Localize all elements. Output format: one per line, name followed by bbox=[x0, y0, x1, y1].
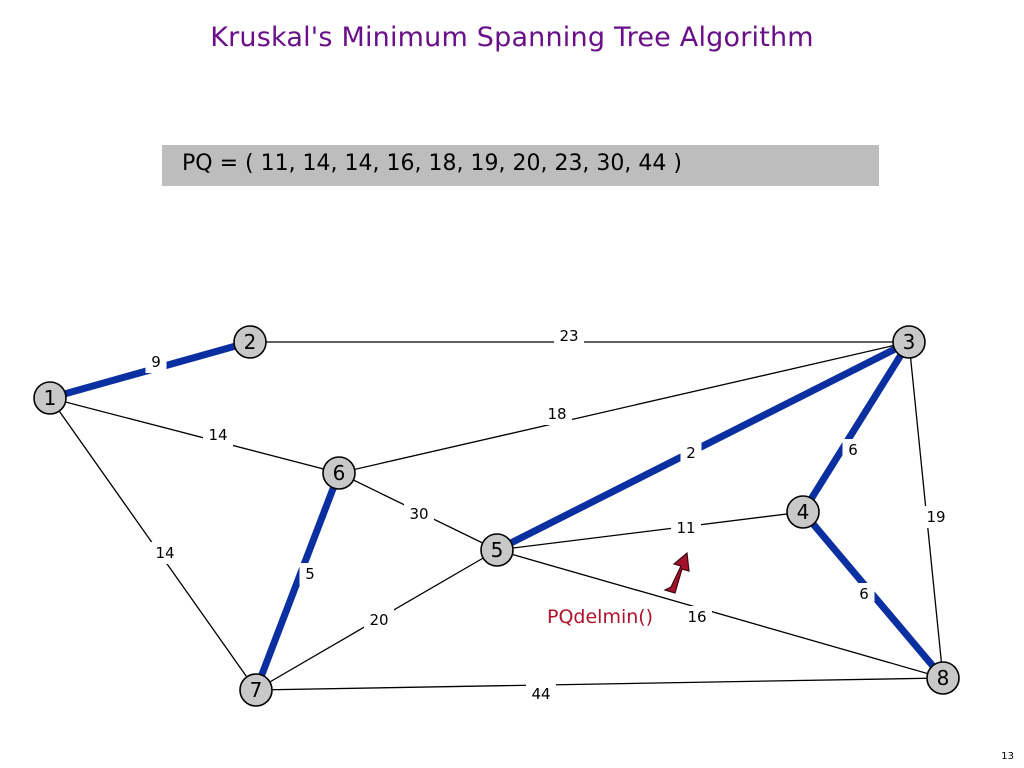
edge-weight-5-4: 11 bbox=[676, 519, 695, 537]
edge-weight-bg-5-8 bbox=[682, 606, 712, 628]
edge-weight-bg-5-7 bbox=[364, 609, 394, 631]
edge-weight-5-3: 2 bbox=[686, 444, 696, 462]
pqdelmin-label: PQdelmin() bbox=[547, 606, 653, 628]
edge-7-8 bbox=[255, 677, 944, 691]
edge-weight-1-6: 14 bbox=[208, 426, 227, 444]
node-5: 5 bbox=[480, 533, 514, 567]
edge-weight-1-7: 14 bbox=[155, 544, 174, 562]
edge-weight-bg-3-4 bbox=[842, 439, 864, 461]
edge-5-4 bbox=[496, 511, 804, 551]
edge-weight-bg-1-2 bbox=[145, 351, 167, 373]
node-label-6: 6 bbox=[333, 461, 346, 485]
edge-3-4 bbox=[800, 340, 912, 514]
up-arrow-icon bbox=[663, 551, 690, 594]
node-circle-1 bbox=[33, 381, 67, 415]
node-label-4: 4 bbox=[797, 500, 810, 524]
edge-weight-7-8: 44 bbox=[531, 685, 550, 703]
edge-weight-5-8: 16 bbox=[687, 608, 706, 626]
edge-weight-6-7: 5 bbox=[305, 565, 315, 583]
edge-6-7 bbox=[252, 471, 343, 692]
node-circle-8 bbox=[926, 661, 960, 695]
node-4: 4 bbox=[786, 495, 820, 529]
edge-weight-bg-2-3 bbox=[554, 325, 584, 347]
edge-weight-6-3: 18 bbox=[547, 405, 566, 423]
edge-6-3 bbox=[338, 341, 910, 474]
node-circle-2 bbox=[233, 325, 267, 359]
priority-queue-box: PQ = ( 11, 14, 14, 16, 18, 19, 20, 23, 3… bbox=[162, 145, 879, 186]
slide-title: Kruskal's Minimum Spanning Tree Algorith… bbox=[210, 22, 814, 53]
node-circle-5 bbox=[480, 533, 514, 567]
node-circle-3 bbox=[892, 325, 926, 359]
node-8: 8 bbox=[926, 661, 960, 695]
edge-weight-3-4: 6 bbox=[848, 441, 858, 459]
edge-weight-6-5: 30 bbox=[409, 505, 428, 523]
priority-queue-text: PQ = ( 11, 14, 14, 16, 18, 19, 20, 23, 3… bbox=[182, 151, 682, 176]
edge-weight-bg-6-3 bbox=[542, 403, 572, 425]
node-label-8: 8 bbox=[937, 666, 950, 690]
node-label-3: 3 bbox=[903, 330, 916, 354]
edge-weight-1-2: 9 bbox=[151, 353, 161, 371]
edge-weight-bg-7-8 bbox=[526, 683, 556, 705]
edge-weight-bg-4-8 bbox=[853, 583, 875, 605]
edge-weight-5-7: 20 bbox=[369, 611, 388, 629]
edge-weight-bg-5-4 bbox=[671, 517, 701, 539]
edge-weight-4-8: 6 bbox=[859, 585, 869, 603]
node-label-5: 5 bbox=[491, 538, 504, 562]
edge-weight-bg-3-8 bbox=[921, 506, 951, 528]
edge-weight-bg-6-7 bbox=[299, 563, 321, 585]
node-2: 2 bbox=[233, 325, 267, 359]
node-6: 6 bbox=[322, 456, 356, 490]
node-circle-4 bbox=[786, 495, 820, 529]
edge-weight-bg-5-3 bbox=[680, 442, 702, 464]
edge-1-6 bbox=[49, 397, 340, 474]
node-label-7: 7 bbox=[250, 678, 263, 702]
node-label-1: 1 bbox=[44, 386, 57, 410]
edge-5-8 bbox=[496, 549, 944, 679]
pointer-arrow-group: PQdelmin() bbox=[547, 551, 690, 628]
node-7: 7 bbox=[239, 673, 273, 707]
edge-5-3 bbox=[495, 338, 911, 554]
edge-weight-bg-1-7 bbox=[150, 542, 180, 564]
node-circle-7 bbox=[239, 673, 273, 707]
node-1: 1 bbox=[33, 381, 67, 415]
edge-weight-2-3: 23 bbox=[559, 327, 578, 345]
node-3: 3 bbox=[892, 325, 926, 359]
edge-weight-bg-1-6 bbox=[203, 424, 233, 446]
edge-weight-3-8: 19 bbox=[926, 508, 945, 526]
edge-weight-bg-6-5 bbox=[404, 503, 434, 525]
node-label-2: 2 bbox=[244, 330, 257, 354]
page-number: 13 bbox=[1001, 751, 1014, 762]
node-circle-6 bbox=[322, 456, 356, 490]
